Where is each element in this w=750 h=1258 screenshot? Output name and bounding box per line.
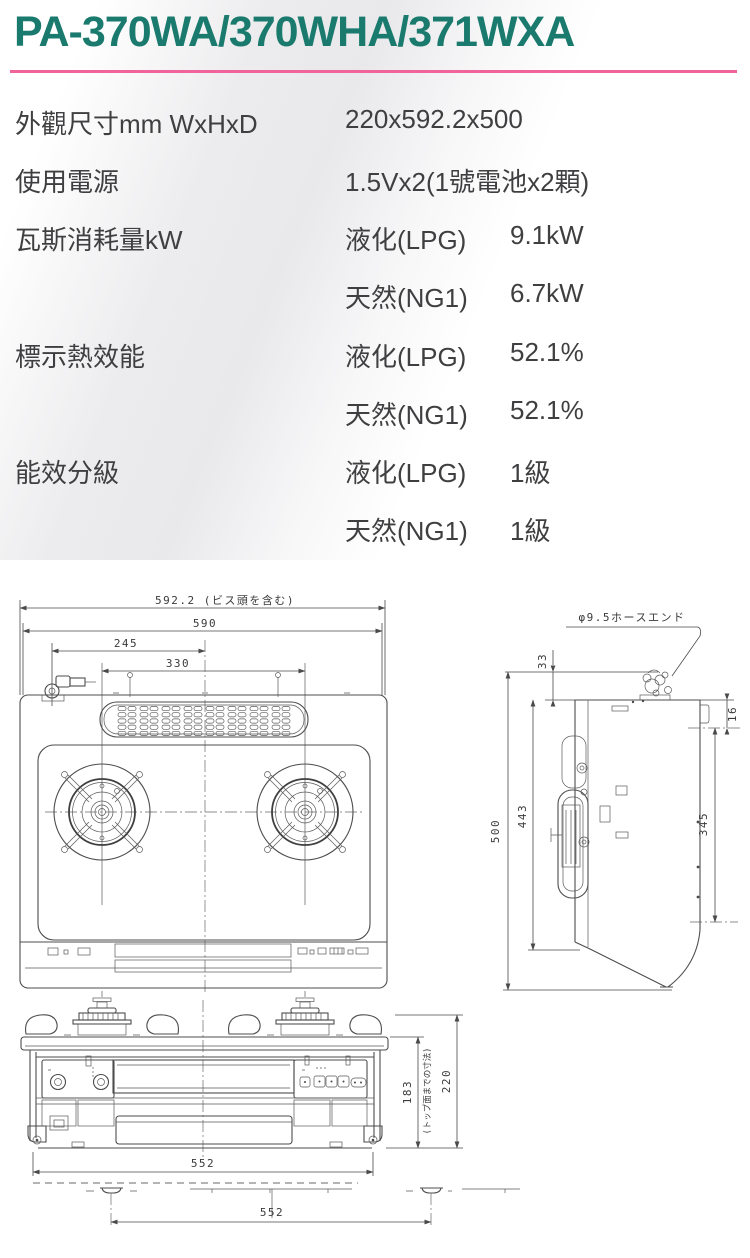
- spec-row-energy-grade: 能效分級 液化(LPG) 1級: [0, 453, 750, 489]
- side-view: φ9.5ホースエンド 33: [489, 611, 742, 991]
- dim-note-top-surface: (トップ面までの寸法): [422, 1048, 433, 1135]
- spec-row-dimensions: 外觀尺寸mm WxHxD 220x592.2x500: [0, 104, 750, 140]
- spec-label: 使用電源: [15, 167, 120, 197]
- spec-label: 能效分級: [15, 458, 120, 488]
- front-lower-section: [27, 1097, 383, 1148]
- spec-gas-type: 液化(LPG): [345, 342, 467, 372]
- right-control-panel: [293, 1055, 368, 1099]
- spec-row-gas-consumption: 瓦斯消耗量kW 液化(LPG) 9.1kW: [0, 220, 750, 256]
- spec-value: 52.1%: [510, 337, 584, 367]
- spec-gas-type: 液化(LPG): [345, 458, 467, 488]
- spec-gas-type: 天然(NG1): [345, 516, 468, 546]
- bottom-view: 552: [86, 1187, 520, 1227]
- technical-drawing: 592.2 (ビス頭を含む) 590 245 330: [0, 590, 750, 1258]
- dim-label-overall-width: 592.2 (ビス頭を含む): [155, 593, 295, 607]
- dim-label-back-345: 345: [697, 812, 710, 836]
- dim-label-bottom-552: 552: [260, 1206, 284, 1219]
- spec-gas-type: 天然(NG1): [345, 400, 468, 430]
- spec-gas-type: 液化(LPG): [345, 225, 467, 255]
- header-gradient-background: [0, 0, 750, 560]
- dim-label-front-552: 552: [191, 1157, 215, 1170]
- dim-label-hose-height: 33: [536, 653, 549, 669]
- dim-label-220: 220: [440, 1069, 453, 1093]
- gas-inlet-fitting-top: [41, 675, 96, 702]
- dim-label-depth-500: 500: [489, 819, 502, 843]
- spec-row-energy-grade-ng: 天然(NG1) 1級: [0, 511, 750, 547]
- left-control-panel: [41, 1055, 115, 1099]
- side-view-details: [550, 699, 645, 899]
- title-underline: [10, 70, 737, 73]
- spec-value: 220x592.2x500: [345, 104, 523, 134]
- page-title: PA-370WA/370WHA/371WXA: [14, 8, 575, 56]
- right-burner-front: [228, 990, 383, 1038]
- spec-value: 1級: [510, 458, 551, 488]
- spec-label: 瓦斯消耗量kW: [15, 225, 183, 255]
- dim-label-depth-443: 443: [516, 804, 529, 828]
- dim-label-183: 183: [401, 1080, 414, 1104]
- spec-value: 9.1kW: [510, 220, 584, 250]
- spec-row-gas-consumption-ng: 天然(NG1) 6.7kW: [0, 278, 750, 314]
- left-burner-front: [25, 990, 179, 1038]
- dim-label-burner-span: 330: [166, 657, 190, 670]
- spec-row-power: 使用電源 1.5Vx2(1號電池x2顆): [0, 162, 750, 198]
- top-view: 592.2 (ビス頭を含む) 590 245 330: [19, 593, 388, 995]
- vent-grille: [99, 701, 309, 738]
- dim-label-top-edge-16: 16: [726, 706, 739, 722]
- grill-window: [112, 1059, 295, 1094]
- spec-gas-type: 天然(NG1): [345, 283, 468, 313]
- spec-value: 1.5Vx2(1號電池x2顆): [345, 167, 590, 197]
- hose-end-label: φ9.5ホースエンド: [579, 611, 686, 624]
- spec-label: 外觀尺寸mm WxHxD: [15, 109, 258, 139]
- spec-value: 6.7kW: [510, 278, 584, 308]
- spec-value: 1級: [510, 516, 551, 546]
- spec-row-efficiency-ng: 天然(NG1) 52.1%: [0, 395, 750, 431]
- dim-label-body-width: 590: [193, 617, 217, 630]
- hose-end-fitting: [639, 669, 672, 701]
- spec-row-efficiency: 標示熱效能 液化(LPG) 52.1%: [0, 337, 750, 373]
- dim-label-left-burner: 245: [114, 637, 138, 650]
- spec-label: 標示熱效能: [15, 342, 146, 372]
- control-band-top: [20, 941, 387, 973]
- front-view: 552 183 (トップ面までの寸法) 220: [20, 990, 463, 1184]
- spec-value: 52.1%: [510, 395, 584, 425]
